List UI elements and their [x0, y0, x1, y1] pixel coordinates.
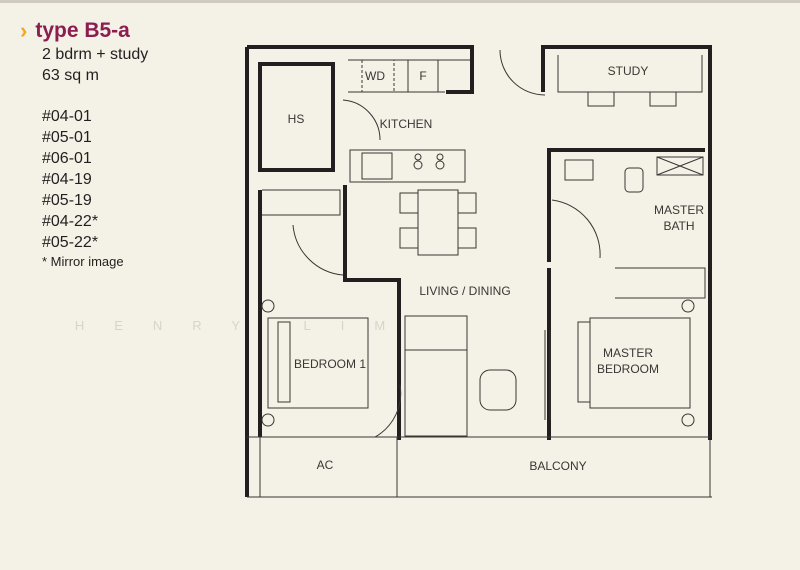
unit-type-label: type B5-a: [35, 19, 130, 42]
unit-list: #04-01 #05-01 #06-01 #04-19 #05-19 #04-2…: [20, 106, 148, 253]
chevron-right-icon: ›: [20, 18, 28, 43]
unit-type-title: › type B5-a: [20, 18, 148, 44]
top-border: [0, 0, 800, 3]
mirror-note: * Mirror image: [42, 254, 124, 269]
room-label-master-bedroom: MASTER: [603, 346, 653, 360]
room-label-wd: WD: [365, 69, 385, 83]
room-label-balcony: BALCONY: [529, 459, 586, 473]
unit-number: #05-22*: [42, 234, 99, 251]
watermark: HENRY LIM: [75, 318, 415, 333]
unit-number: #05-01: [42, 129, 92, 146]
room-label-bedroom-1: BEDROOM 1: [294, 357, 366, 371]
unit-number: #05-19: [42, 192, 92, 209]
room-label-master-bath: BATH: [663, 219, 694, 233]
unit-number: #04-01: [42, 108, 92, 125]
walls: [245, 45, 712, 497]
unit-number: #04-22*: [42, 213, 99, 230]
thin-lines: [247, 49, 712, 498]
room-label-master-bath: MASTER: [654, 203, 704, 217]
unit-info: › type B5-a 2 bdrm + study 63 sq m #04-0…: [20, 18, 148, 271]
room-label-kitchen: KITCHEN: [380, 117, 433, 131]
bedroom-count: 2 bdrm + study: [42, 46, 149, 63]
unit-number: #06-01: [42, 150, 92, 167]
room-label-study: STUDY: [608, 64, 649, 78]
room-label-fridge: F: [419, 69, 426, 83]
room-label-living-dining: LIVING / DINING: [419, 284, 510, 298]
room-label-ac: AC: [317, 458, 334, 472]
unit-number: #04-19: [42, 171, 92, 188]
room-label-hs: HS: [288, 112, 305, 126]
room-label-master-bedroom: BEDROOM: [597, 362, 659, 376]
unit-area: 63 sq m: [42, 67, 99, 84]
